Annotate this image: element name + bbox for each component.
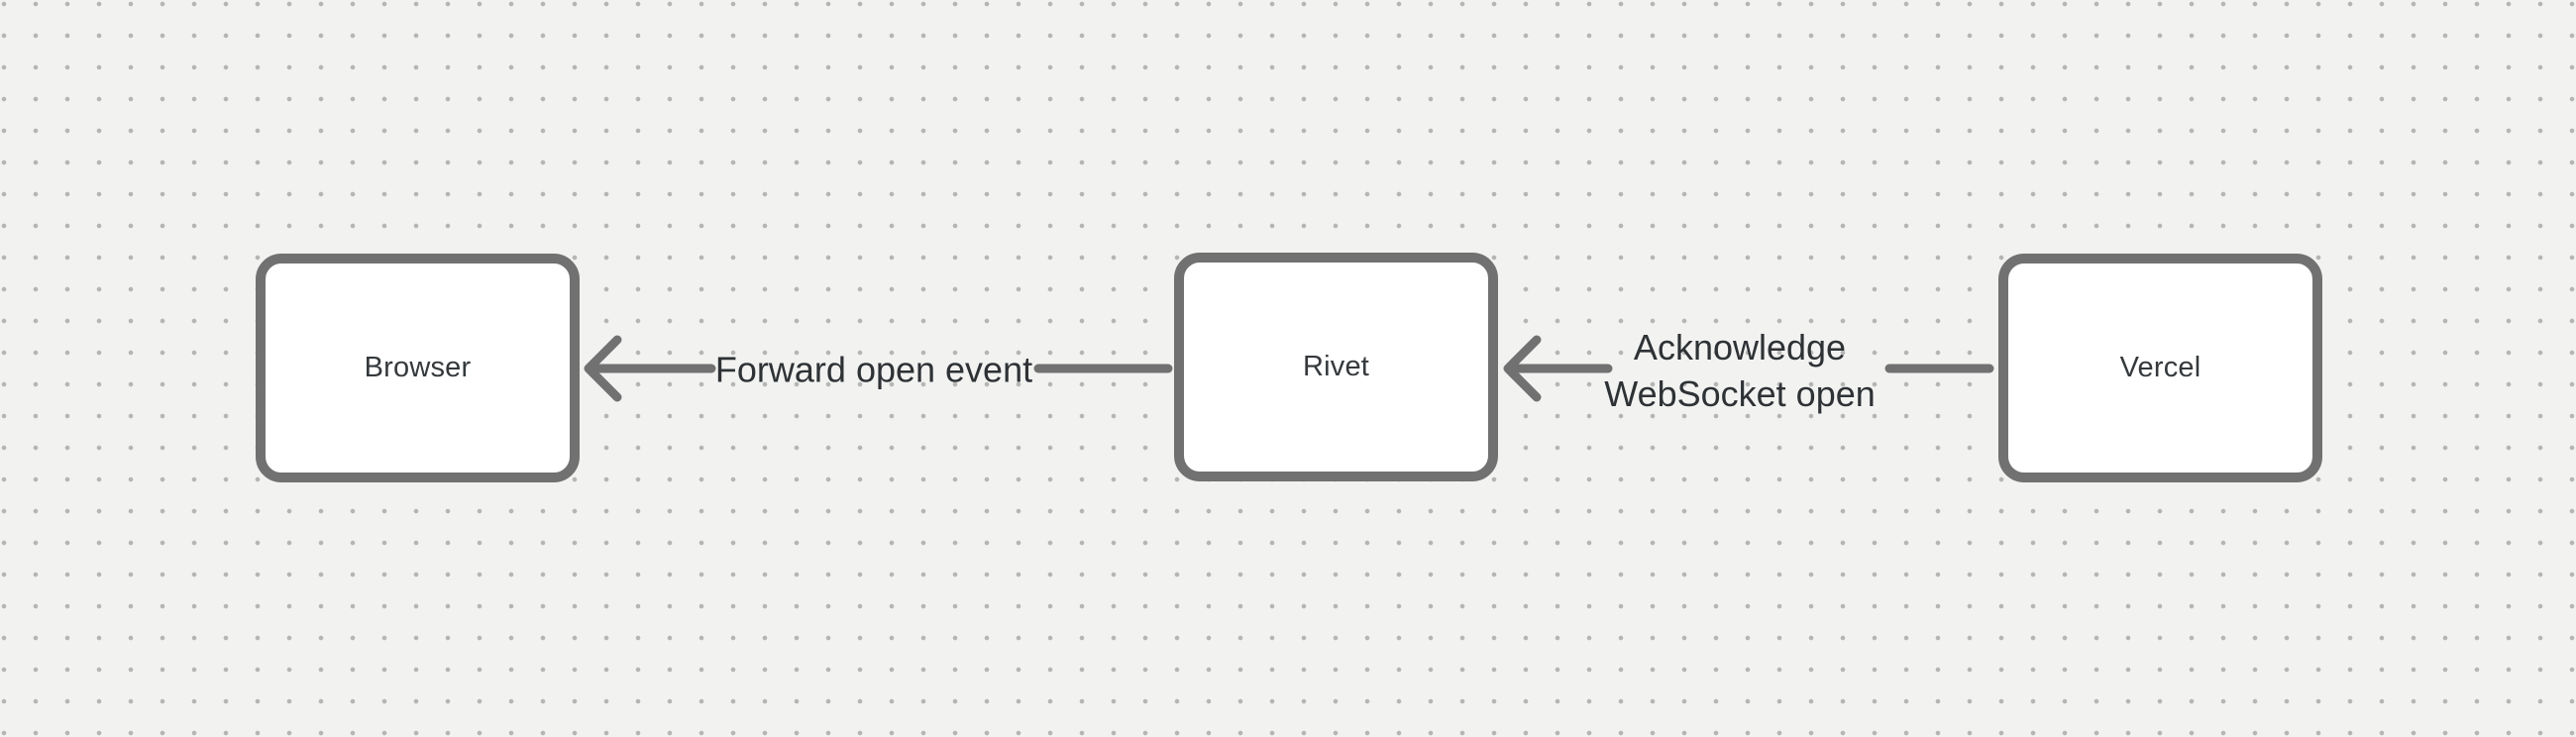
node-label: Rivet [1302, 351, 1370, 382]
node-label: Vercel [2119, 352, 2201, 383]
node-browser[interactable]: Browser [256, 254, 580, 482]
node-vercel[interactable]: Vercel [1998, 254, 2322, 482]
node-label: Browser [364, 352, 472, 383]
edge-label-line: Acknowledge [1633, 327, 1847, 368]
edge-label-acknowledge-websocket-open[interactable]: Acknowledge WebSocket open [1604, 324, 1876, 417]
arrow-rivet-to-browser[interactable] [584, 335, 1173, 402]
edge-label-forward-open-event[interactable]: Forward open event [714, 349, 1033, 390]
arrow-vercel-to-rivet[interactable] [1503, 335, 1994, 402]
node-rivet[interactable]: Rivet [1174, 253, 1498, 481]
edge-label-line: WebSocket open [1604, 373, 1876, 414]
